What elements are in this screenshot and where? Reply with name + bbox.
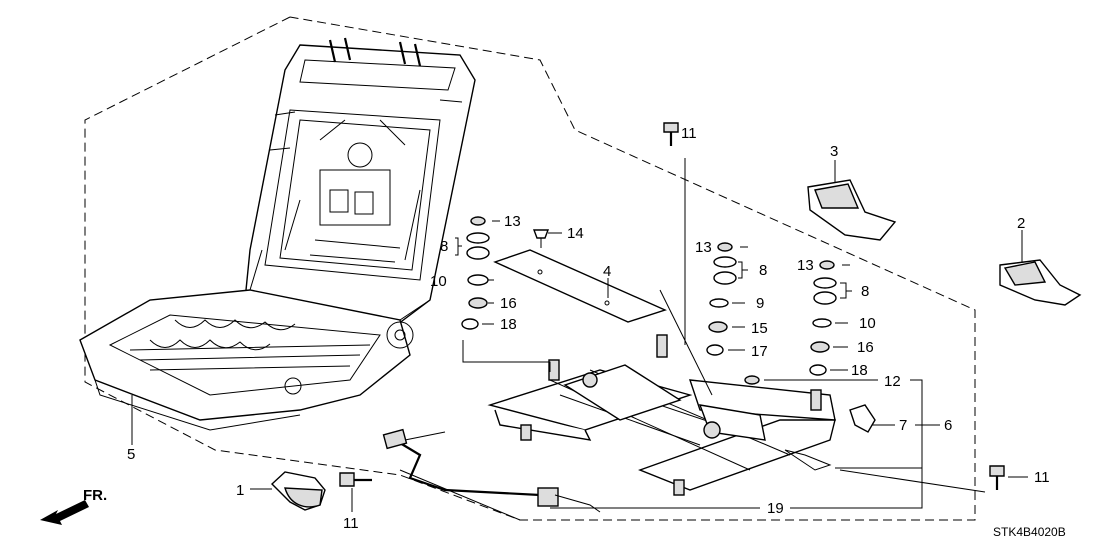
callout-5: 5	[127, 446, 135, 463]
seat-track-illustration	[487, 334, 836, 496]
callout-9: 9	[756, 295, 764, 312]
callout-13-middle: 13	[695, 239, 712, 256]
callout-6: 6	[944, 417, 952, 434]
callout-11-top: 11	[681, 125, 697, 142]
callout-8-right: 8	[861, 283, 869, 300]
hardware-stack-right	[809, 260, 837, 376]
callout-7: 7	[899, 417, 907, 434]
callout-8-middle: 8	[759, 262, 767, 279]
bolt-11-bottom	[339, 472, 372, 487]
callout-18-right: 18	[851, 362, 868, 379]
link-rod-illustration	[382, 428, 601, 513]
cover-1-illustration	[270, 471, 326, 511]
callout-11-bottom: 11	[343, 515, 359, 532]
cover-2-illustration	[999, 259, 1082, 306]
callout-18-left: 18	[500, 316, 517, 333]
callout-15: 15	[751, 320, 768, 337]
callout-8-left: 8	[440, 238, 448, 255]
callout-17: 17	[751, 343, 768, 360]
front-direction-arrow-icon	[40, 500, 89, 525]
seat-frame-illustration	[79, 37, 476, 431]
callout-16-right: 16	[857, 339, 874, 356]
diagram-code: STK4B4020B	[993, 525, 1066, 539]
callout-1: 1	[236, 482, 244, 499]
bolt-11-top	[663, 122, 679, 146]
hardware-stack-middle	[706, 242, 737, 356]
hardware-stack-left	[461, 216, 490, 330]
cover-3-illustration	[807, 179, 897, 241]
callout-2: 2	[1017, 215, 1025, 232]
callout-13-right: 13	[797, 257, 814, 274]
callout-4: 4	[603, 263, 611, 280]
bolt-11-right	[989, 465, 1005, 490]
callout-12: 12	[884, 373, 901, 390]
callout-13-left: 13	[504, 213, 521, 230]
callout-10-right: 10	[859, 315, 876, 332]
callout-14: 14	[567, 225, 584, 242]
nut-12-illustration	[744, 375, 760, 385]
plate-illustration	[493, 249, 667, 323]
clip-14-illustration	[532, 229, 550, 248]
callout-16-left: 16	[500, 295, 517, 312]
callout-10-left: 10	[430, 273, 447, 290]
callout-3: 3	[830, 143, 838, 160]
callout-11-right: 11	[1034, 469, 1050, 486]
front-direction-label: FR.	[83, 487, 107, 504]
bracket-7-illustration	[849, 404, 876, 433]
leader-lines	[131, 158, 1028, 521]
callout-19: 19	[767, 500, 784, 517]
